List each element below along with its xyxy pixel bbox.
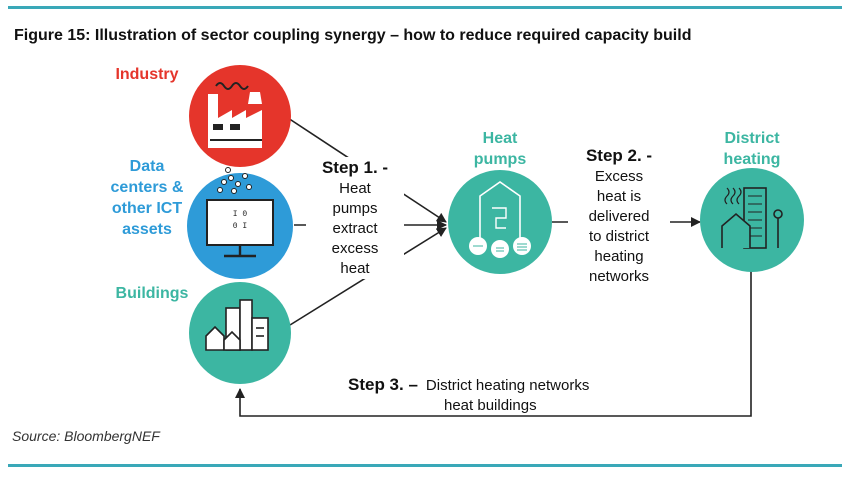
step2-text: Step 2. - Excess heat is delivered to di…	[568, 145, 670, 287]
step1-text: Step 1. - Heat pumps extract excess heat	[306, 157, 404, 279]
heat-pumps-circle	[448, 170, 552, 274]
step3-text: Step 3. – District heating networks heat…	[348, 375, 590, 414]
heat-pump-house-icon	[469, 181, 531, 258]
svg-text:0 I: 0 I	[233, 222, 247, 231]
top-rule	[8, 6, 842, 9]
figure-title: Figure 15: Illustration of sector coupli…	[14, 27, 692, 44]
buildings-icon	[205, 299, 269, 351]
factory-icon	[208, 82, 262, 148]
svg-text:I 0: I 0	[233, 210, 248, 219]
server-monitor-icon: I 0 0 I	[206, 167, 274, 258]
bottom-rule	[8, 464, 842, 467]
data-centers-label: Data centers & other ICT assets	[110, 158, 184, 238]
source-note: Source: BloombergNEF	[12, 428, 160, 444]
district-heating-label: District heating	[723, 130, 781, 168]
arrow-district-heating-to-buildings	[235, 270, 752, 417]
heat-pumps-label: Heat pumps	[473, 130, 527, 168]
industry-label: Industry	[115, 66, 179, 83]
district-heating-icon	[721, 187, 783, 249]
buildings-label: Buildings	[115, 285, 189, 302]
